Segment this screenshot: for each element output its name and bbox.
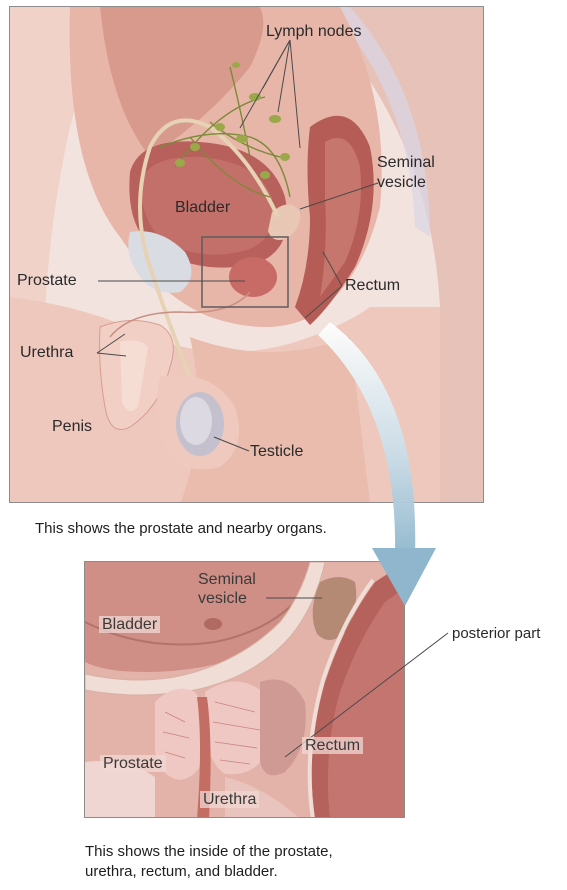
label-prostate: Prostate [17,272,77,290]
closeup-label-seminal-line1: Seminal [198,571,256,588]
bottom-caption-line1: This shows the inside of the prostate, [85,842,333,862]
label-rectum: Rectum [345,277,400,295]
closeup-label-bladder: Bladder [99,616,160,633]
top-caption: This shows the prostate and nearby organ… [35,519,327,539]
closeup-label-urethra: Urethra [200,791,259,808]
closeup-label-prostate: Prostate [100,755,166,772]
label-seminal-vesicle-line2: vesicle [377,174,426,192]
closeup-label-rectum: Rectum [302,737,363,754]
label-seminal-vesicle-line1: Seminal [377,154,435,172]
label-bladder: Bladder [175,199,230,217]
label-urethra: Urethra [20,344,73,362]
label-lymph-nodes: Lymph nodes [266,23,361,41]
label-penis: Penis [52,418,92,436]
bottom-caption-line2: urethra, rectum, and bladder. [85,862,278,882]
label-testicle: Testicle [250,443,303,461]
label-posterior-part: posterior part [452,625,540,643]
closeup-label-seminal-line2: vesicle [198,590,247,607]
